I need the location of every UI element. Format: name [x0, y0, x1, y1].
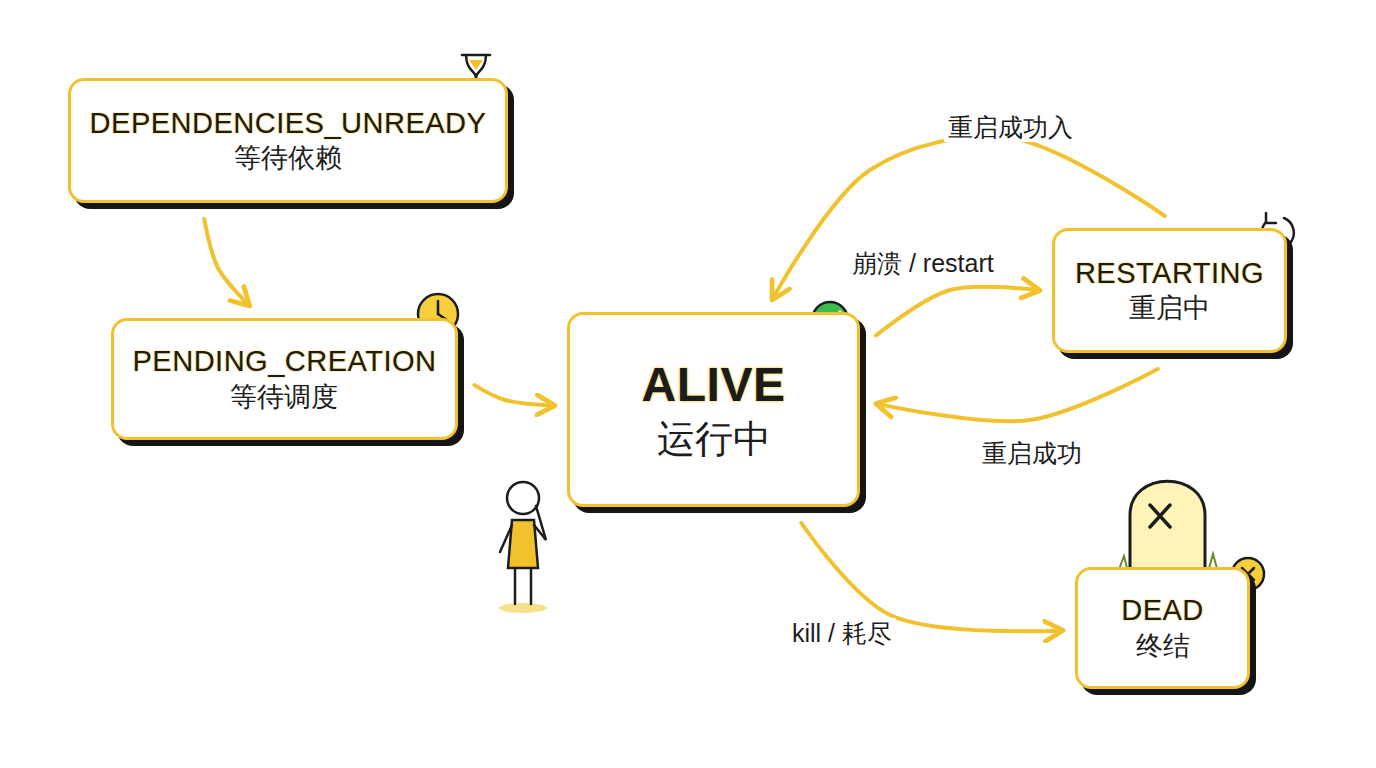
- state-box: ALIVE运行中: [567, 312, 860, 507]
- stick-figure: [499, 482, 547, 613]
- transition-label: 重启成功: [978, 438, 1086, 468]
- tombstone-icon: [1118, 481, 1218, 575]
- transition-arrow: [474, 385, 555, 406]
- state-name: ALIVE: [642, 355, 786, 415]
- state-caption: 等待依赖: [234, 141, 342, 176]
- state-name: RESTARTING: [1075, 255, 1264, 291]
- state-caption: 运行中: [657, 415, 771, 464]
- state-box: DEAD终结: [1075, 567, 1250, 689]
- transition-arrow: [204, 219, 249, 306]
- transition-label: 重启成功入: [944, 112, 1077, 142]
- state-caption: 终结: [1136, 629, 1190, 664]
- transition-label: kill / 耗尽: [788, 618, 896, 648]
- state-box: PENDING_CREATION等待调度: [111, 318, 459, 440]
- transition-arrow: [876, 287, 1040, 336]
- state-box: DEPENDENCIES_UNREADY等待依赖: [68, 78, 509, 203]
- state-box: RESTARTING重启中: [1052, 228, 1287, 353]
- state-name: DEPENDENCIES_UNREADY: [90, 105, 487, 141]
- transition-arrow: [801, 523, 1063, 631]
- state-name: DEAD: [1121, 592, 1204, 628]
- state-caption: 重启中: [1129, 291, 1210, 326]
- state-name: PENDING_CREATION: [133, 343, 437, 379]
- state-caption: 等待调度: [230, 380, 338, 415]
- transition-arrow: [876, 369, 1158, 421]
- transition-label: 崩溃 / restart: [848, 248, 998, 278]
